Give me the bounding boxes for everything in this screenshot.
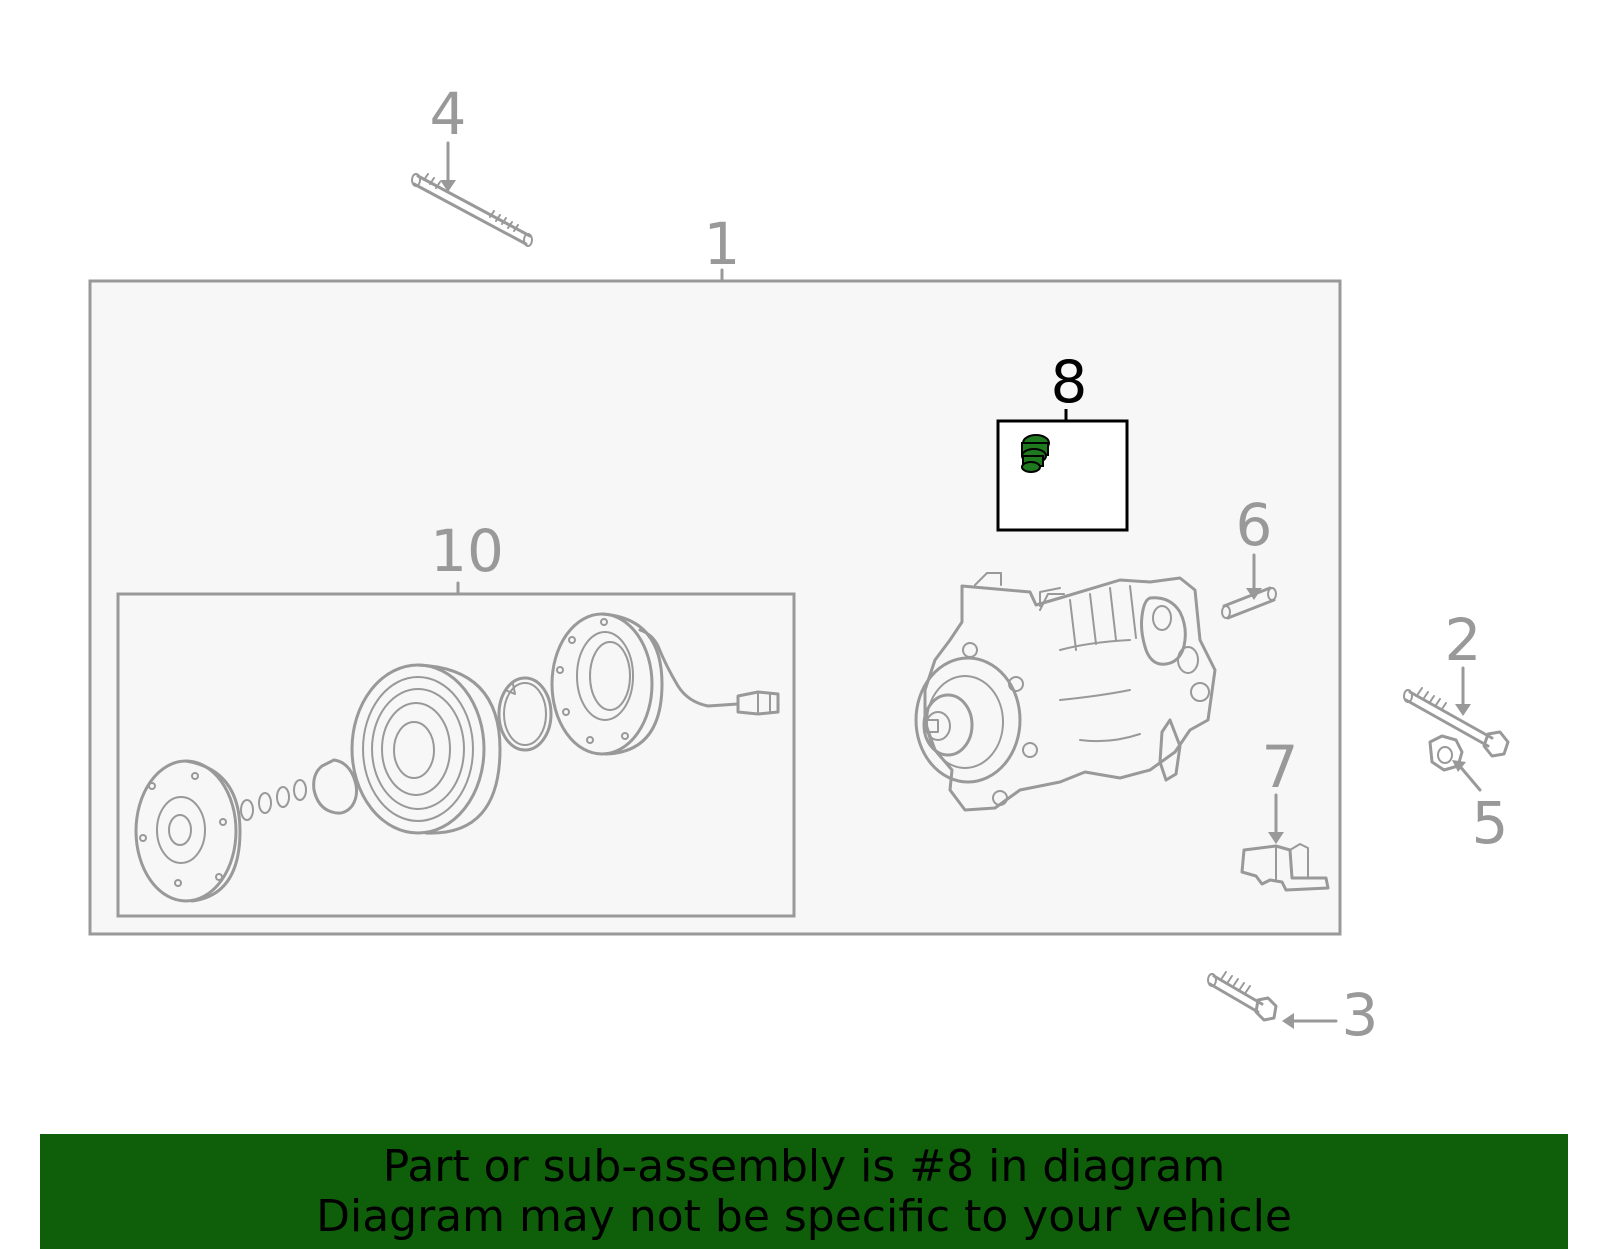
- part-4-stud[interactable]: [411, 141, 533, 247]
- banner-line-1: Part or sub-assembly is #8 in diagram: [382, 1141, 1226, 1192]
- callout-1[interactable]: 1: [704, 210, 741, 278]
- callout-8[interactable]: 8: [1051, 348, 1088, 416]
- highlight-box-8: [996, 419, 1129, 532]
- callout-10[interactable]: 10: [430, 517, 504, 585]
- callout-2[interactable]: 2: [1445, 606, 1482, 674]
- callout-5[interactable]: 5: [1472, 789, 1509, 857]
- part-3-bolt[interactable]: [1207, 971, 1338, 1029]
- callout-3[interactable]: 3: [1342, 981, 1379, 1049]
- part-8-fitting[interactable]: [1021, 434, 1050, 473]
- part-6-pin[interactable]: [1221, 553, 1277, 620]
- callout-6[interactable]: 6: [1236, 491, 1273, 559]
- assembly-box-10: [116, 592, 796, 918]
- part-5-nut[interactable]: [1428, 734, 1482, 792]
- banner-line-2: Diagram may not be specific to your vehi…: [316, 1191, 1292, 1242]
- info-banner: Part or sub-assembly is #8 in diagram Di…: [40, 1134, 1568, 1249]
- part-7-bracket[interactable]: [1240, 793, 1330, 892]
- compressor-body[interactable]: [914, 572, 1217, 812]
- callout-7[interactable]: 7: [1262, 733, 1299, 801]
- callout-4[interactable]: 4: [430, 80, 467, 148]
- part-10-clutch-assembly[interactable]: [134, 612, 780, 903]
- part-2-bolt[interactable]: [1403, 666, 1510, 758]
